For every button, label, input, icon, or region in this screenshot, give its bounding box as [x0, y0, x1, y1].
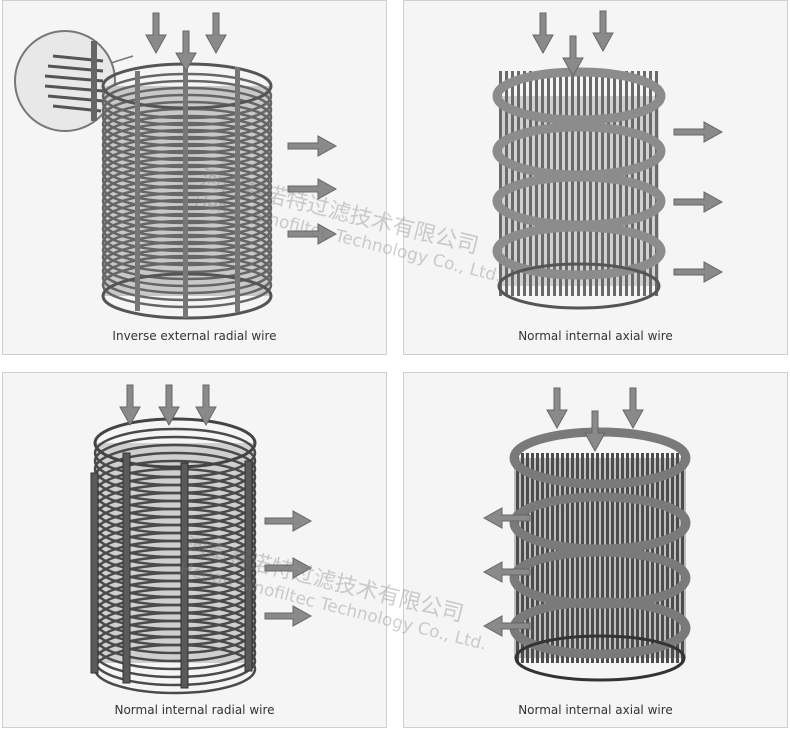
flow-arrows-down-icon [546, 387, 644, 453]
flow-arrows-right-icon [673, 121, 724, 283]
flow-arrows-down-icon [532, 10, 614, 78]
screen-cylinder-illustration [14, 12, 338, 320]
panel-inverse-external-radial: Inverse external radial wire [2, 0, 387, 355]
cylinder-radial-wire-icon [90, 417, 257, 695]
flow-arrows-left-icon [482, 507, 531, 637]
screen-cylinder-illustration [90, 384, 313, 695]
flow-arrows-right-icon [287, 135, 338, 245]
screen-cylinder-illustration [482, 387, 691, 682]
cylinder-radial-wire-icon [101, 62, 273, 320]
cylinder-axial-wire-icon [492, 67, 666, 310]
cylinder-axial-wire-icon [509, 427, 691, 682]
panel-caption: Normal internal axial wire [518, 329, 673, 343]
panel-normal-internal-axial-2: Normal internal axial wire [403, 372, 788, 728]
flow-arrows-right-icon [264, 510, 313, 627]
panel-normal-internal-radial: Normal internal radial wire [2, 372, 387, 728]
panel-caption: Normal internal axial wire [518, 703, 673, 717]
panel-caption: Inverse external radial wire [112, 329, 277, 343]
panel-caption: Normal internal radial wire [114, 703, 275, 717]
flow-arrows-down-icon [119, 384, 217, 427]
zoom-inset-icon [14, 30, 134, 132]
panel-normal-internal-axial: Normal internal axial wire [403, 0, 788, 355]
flow-arrows-down-icon [145, 12, 227, 73]
screen-cylinder-illustration [492, 10, 724, 310]
